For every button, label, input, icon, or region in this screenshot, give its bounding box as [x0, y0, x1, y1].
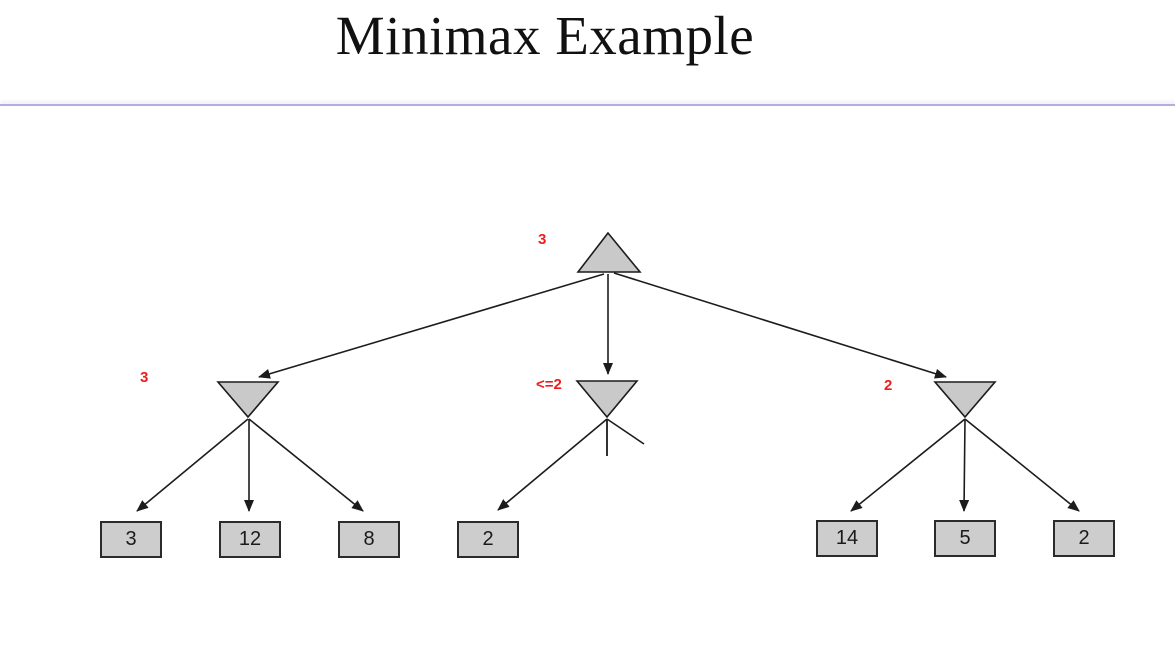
min-middle-value-label: <=2 [536, 376, 562, 393]
leaf-node-box: 5 [934, 520, 996, 557]
edge-min-right-to-leaf-5 [959, 418, 970, 512]
min-node-triangle-middle [575, 380, 639, 419]
title-divider [0, 104, 1175, 106]
leaf-node-box: 2 [1053, 520, 1115, 557]
edge-root-to-min-left [258, 273, 605, 379]
slide-title: Minimax Example [335, 5, 755, 66]
min-right-value-label: 2 [884, 377, 893, 394]
edge-root-to-min-right [613, 272, 947, 379]
edge-min-middle-to-leaf-2 [497, 418, 608, 511]
min-node-triangle-left [216, 381, 280, 419]
leaf-node-box: 14 [816, 520, 878, 557]
edge-min-right-to-leaf-14 [850, 418, 966, 512]
edge-min-left-to-leaf-8 [248, 418, 364, 512]
leaf-node-box: 2 [457, 521, 519, 558]
edge-min-left-to-leaf-3 [136, 418, 249, 512]
max-node-triangle-root [576, 231, 642, 273]
leaf-node-box: 8 [338, 521, 400, 558]
root-value-label: 3 [538, 231, 547, 248]
leaf-node-box: 12 [219, 521, 281, 558]
pruned-branch-stub-diagonal [606, 418, 645, 445]
edge-min-right-to-leaf-2 [964, 418, 1080, 512]
min-left-value-label: 3 [140, 369, 149, 386]
min-node-triangle-right [933, 381, 997, 419]
leaf-node-box: 3 [100, 521, 162, 558]
